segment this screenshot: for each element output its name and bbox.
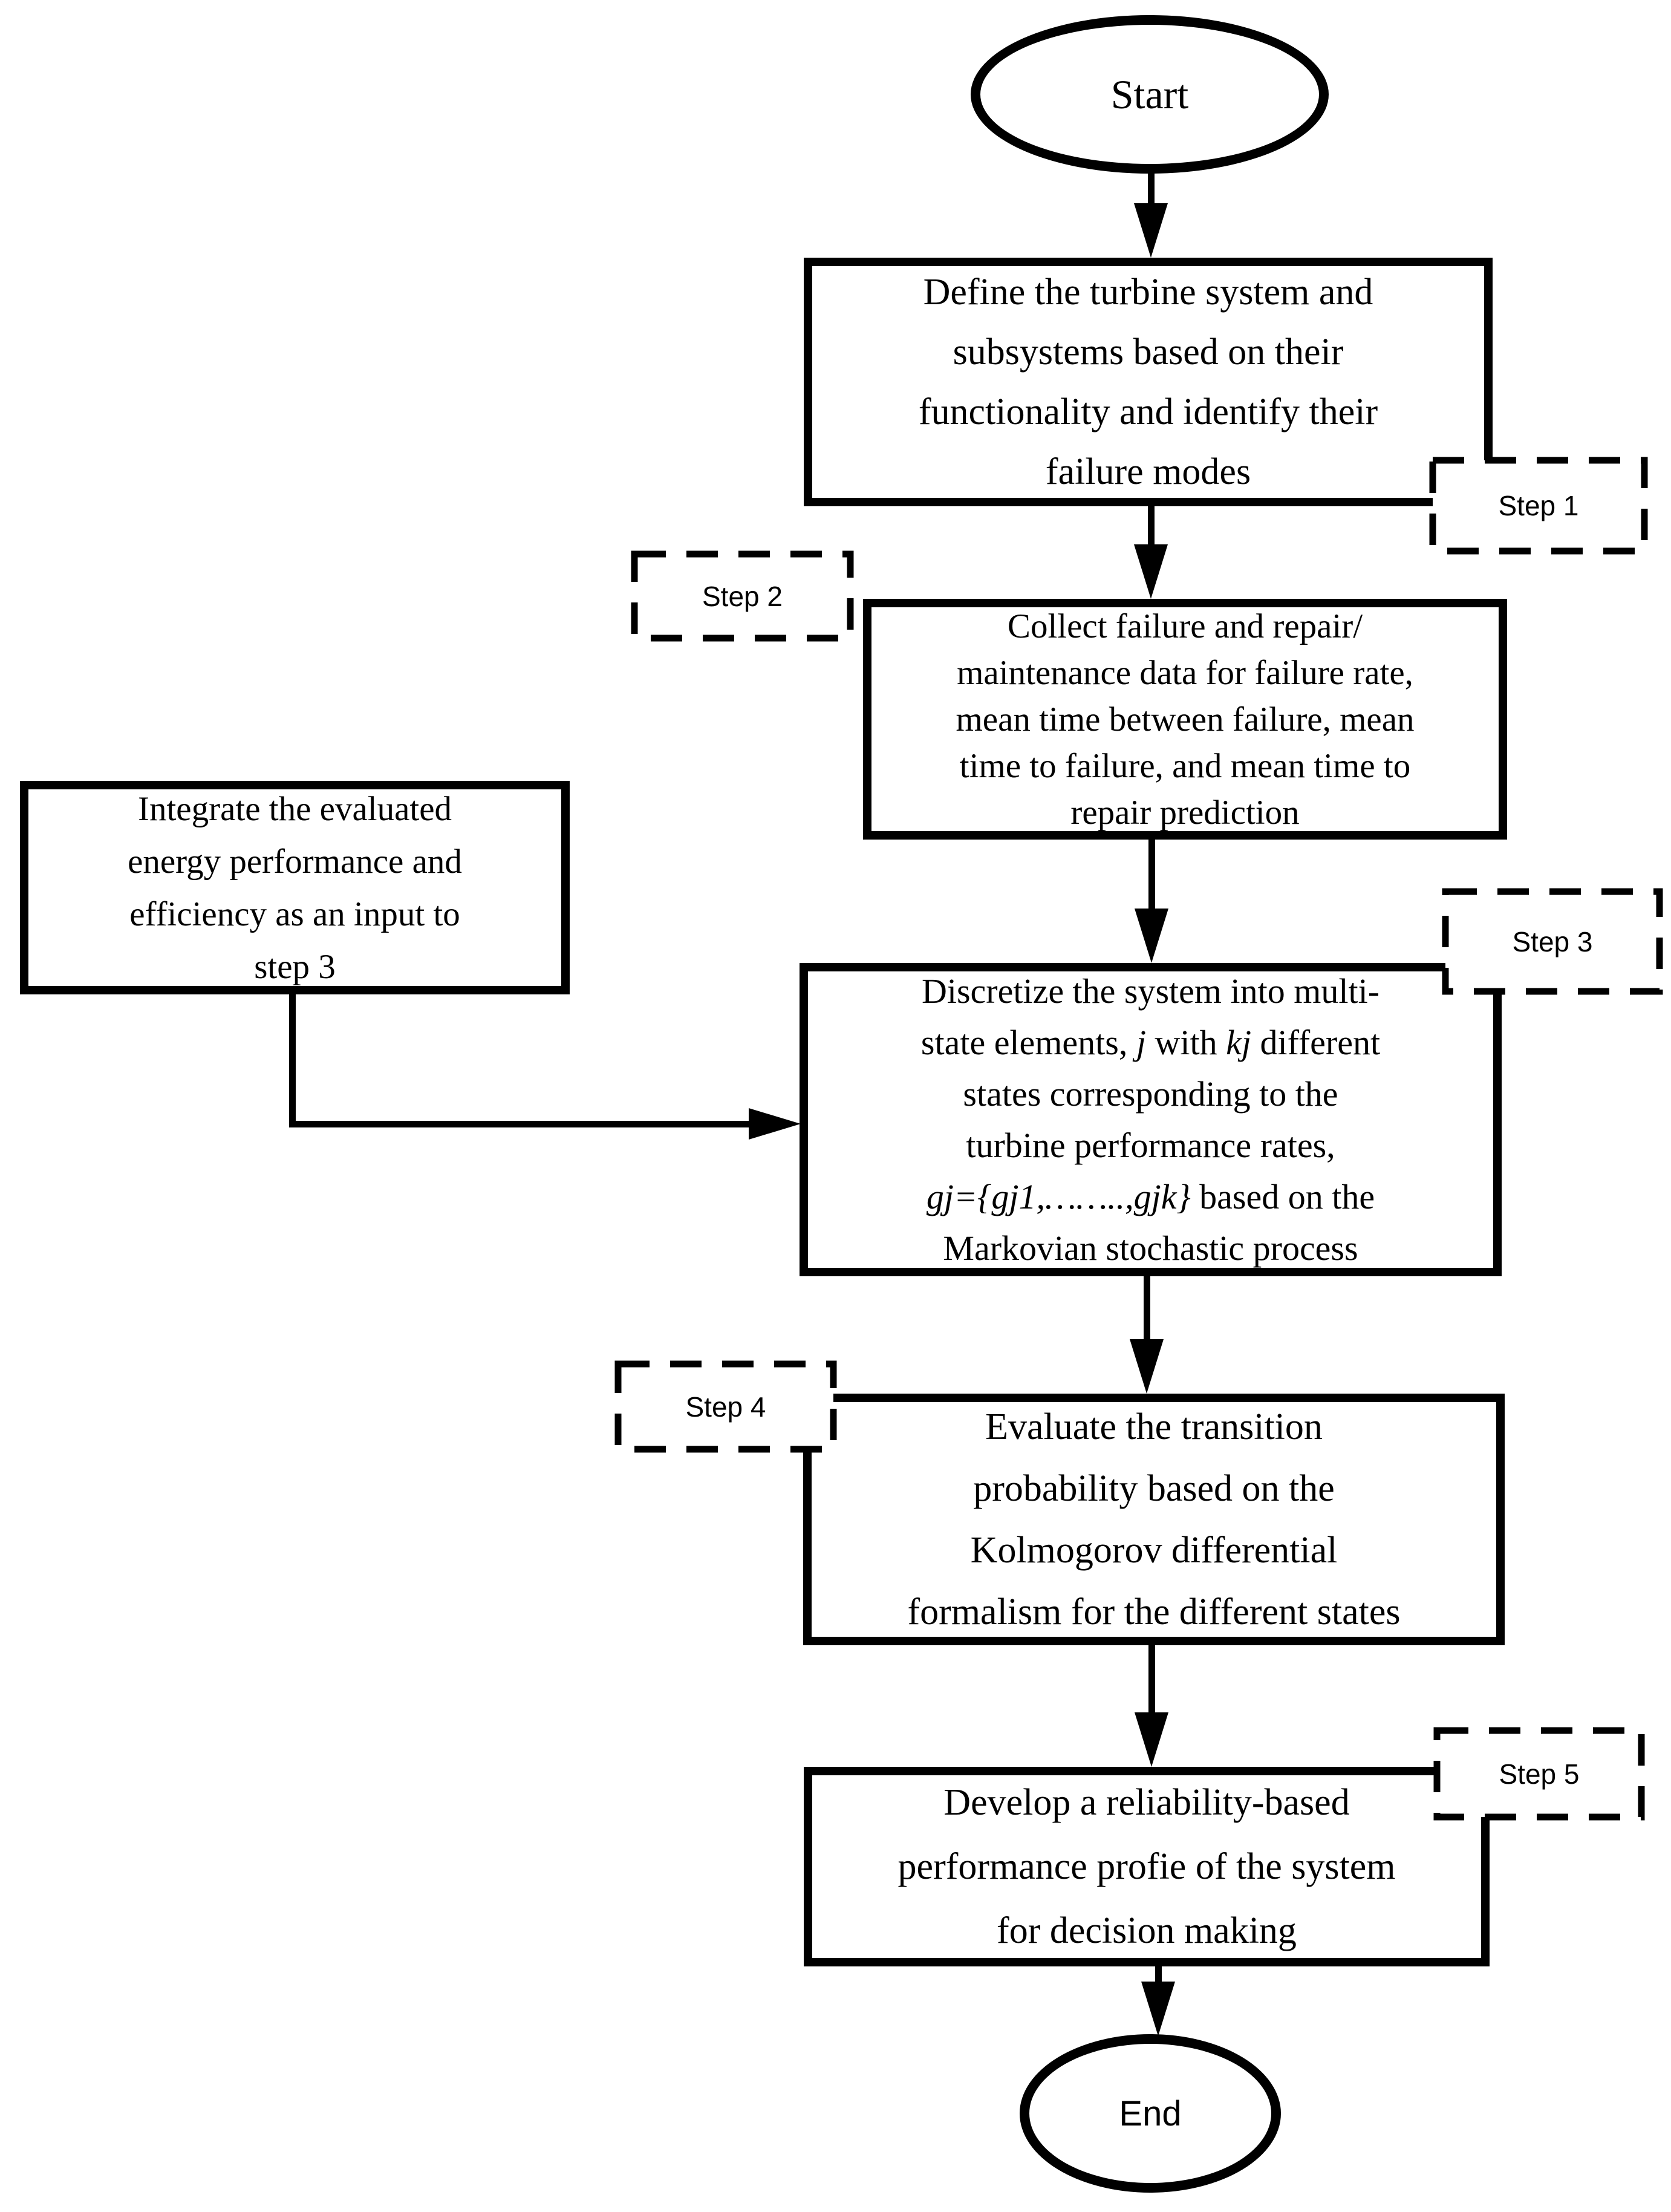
box-text-line: energy performance and [128, 842, 462, 881]
arrowhead-define-to-collect [1134, 544, 1168, 599]
connector-integrate-vertical [289, 994, 296, 1127]
end-terminator: End [1020, 2034, 1281, 2193]
end-label: End [1119, 2093, 1182, 2133]
box-text-line: for decision making [997, 1910, 1297, 1951]
box-text-line: functionality and identify their [918, 391, 1378, 432]
arrowhead-start-to-define [1134, 203, 1168, 258]
arrow-start-to-define [1148, 172, 1155, 206]
italic-text-segment: kj [1226, 1023, 1251, 1062]
step-3-tag: Step 3 [1442, 888, 1663, 995]
arrowhead-collect-to-discretize [1135, 909, 1168, 963]
dashed-border-rect [1433, 1727, 1645, 1821]
start-terminator: Start [971, 15, 1329, 174]
italic-text-segment: gj={gj1,……..,gjk} [926, 1177, 1191, 1216]
step-5-tag: Step 5 [1433, 1727, 1645, 1821]
box-text-line: efficiency as an input to [129, 895, 460, 933]
box-text-line: Develop a reliability-based [943, 1782, 1350, 1823]
process-box-collect: Collect failure and repair/ maintenance … [863, 599, 1507, 840]
box-text-line: Define the turbine system and [923, 271, 1373, 313]
box-text-line: Integrate the evaluated [137, 789, 452, 828]
arrowhead-integrate-to-discretize [749, 1108, 801, 1140]
box-text-line: Evaluate the transition [985, 1406, 1323, 1447]
arrow-collect-to-discretize [1148, 840, 1155, 909]
arrow-evaluate-to-develop [1148, 1645, 1155, 1712]
process-box-evaluate: Evaluate the transition probability base… [803, 1394, 1505, 1645]
dashed-border-rect [1442, 888, 1663, 995]
box-text-line: Collect failure and repair/ [1007, 607, 1363, 645]
box-text-line: performance profie of the system [897, 1846, 1396, 1887]
side-box-integrate: Integrate the evaluated energy performan… [20, 781, 570, 994]
box-text-line: Discretize the system into multi- [921, 971, 1380, 1011]
process-box-discretize: Discretize the system into multi- state … [800, 963, 1502, 1276]
arrowhead-evaluate-to-develop [1135, 1712, 1168, 1767]
box-text-line: subsystems based on their [953, 331, 1344, 373]
box-text-line: turbine performance rates, [966, 1126, 1335, 1165]
box-text-line: mean time between failure, mean [956, 700, 1415, 739]
text-segment: different [1251, 1023, 1381, 1062]
dashed-border-rect [614, 1360, 837, 1453]
text-segment: based on the [1190, 1177, 1375, 1216]
box-text-line: Kolmogorov differential [970, 1530, 1338, 1571]
arrow-define-to-collect [1148, 506, 1155, 544]
text-segment: state elements, [920, 1023, 1136, 1062]
box-text-line: gj={gj1,……..,gjk} based on the [808, 1171, 1493, 1222]
process-box-define: Define the turbine system and subsystems… [804, 258, 1493, 506]
arrow-discretize-to-evaluate [1144, 1276, 1150, 1339]
step-3-label: Step 3 [1512, 925, 1593, 958]
box-text-line: time to failure, and mean time to [959, 746, 1411, 785]
step-4-label: Step 4 [685, 1391, 766, 1423]
box-text-line: formalism for the different states [907, 1591, 1401, 1633]
step-5-label: Step 5 [1499, 1758, 1580, 1790]
step-1-label: Step 1 [1498, 490, 1579, 521]
step-1-tag: Step 1 [1429, 457, 1648, 555]
arrow-develop-to-end [1155, 1966, 1162, 1983]
box-text-line: probability based on the [973, 1468, 1335, 1509]
box-text-line: maintenance data for failure rate, [957, 653, 1413, 692]
start-label: Start [1110, 71, 1189, 117]
step-2-label: Step 2 [702, 580, 783, 612]
box-text-line: failure modes [1045, 451, 1251, 492]
arrowhead-discretize-to-evaluate [1130, 1339, 1164, 1394]
dashed-border-rect [1429, 457, 1648, 555]
step-4-tag: Step 4 [614, 1360, 837, 1453]
box-text-line: step 3 [254, 947, 336, 986]
step-2-tag: Step 2 [631, 550, 854, 642]
text-segment: with [1145, 1023, 1226, 1062]
arrowhead-develop-to-end [1141, 1982, 1175, 2036]
process-box-develop: Develop a reliability-based performance … [804, 1767, 1490, 1966]
connector-integrate-horizontal [289, 1121, 749, 1127]
dashed-border-rect [631, 550, 854, 642]
box-text-line: repair prediction [1070, 793, 1300, 832]
box-text-line: state elements, j with kj different [808, 1017, 1493, 1068]
italic-text-segment: j [1136, 1023, 1146, 1062]
box-text-line: Markovian stochastic process [943, 1228, 1358, 1268]
box-text-line: states corresponding to the [963, 1074, 1338, 1114]
